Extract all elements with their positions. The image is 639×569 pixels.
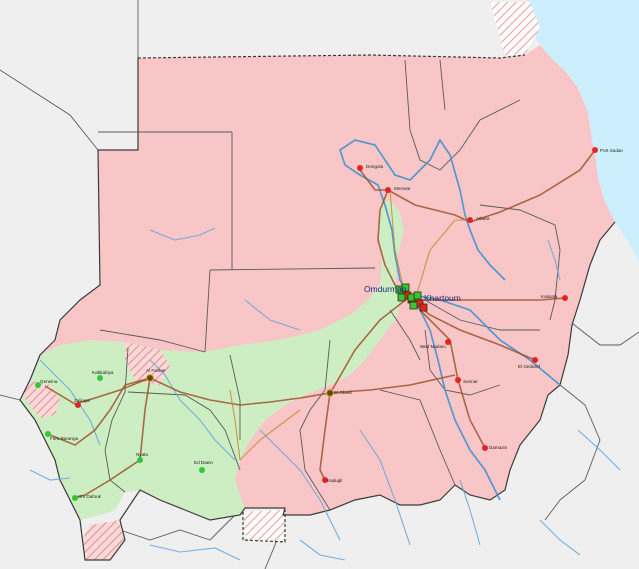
contested-zone-southwest bbox=[82, 520, 125, 560]
city-nyala[interactable]: Nyala bbox=[136, 452, 148, 463]
city-el-gedaref-dot bbox=[532, 357, 538, 363]
city-el-fasher-dot bbox=[146, 374, 154, 382]
city-kassala[interactable]: Kassala bbox=[541, 294, 568, 301]
city-kabkabiya[interactable]: Kabkabiya bbox=[92, 370, 114, 381]
city-geneina[interactable]: Geneina bbox=[35, 379, 58, 388]
city-ed-daein[interactable]: Ed Daein bbox=[194, 460, 213, 473]
city-el-gedaref[interactable]: El Gedaref bbox=[518, 357, 541, 369]
city-dongola[interactable]: Dongola bbox=[357, 164, 384, 171]
city-damazin-label: Damazin bbox=[489, 445, 508, 450]
city-nyala-dot bbox=[137, 457, 143, 463]
city-khartoum-marker-3 bbox=[409, 301, 418, 310]
city-um-dafouk-label: Um Dafouk bbox=[78, 494, 102, 499]
city-kabkabiya-dot bbox=[97, 375, 103, 381]
city-nyala-label: Nyala bbox=[136, 452, 148, 457]
city-khartoum-marker-4 bbox=[419, 303, 428, 312]
state-borders bbox=[98, 59, 561, 511]
city-damazin[interactable]: Damazin bbox=[482, 445, 508, 451]
city-omdurman-marker-1 bbox=[401, 283, 410, 292]
city-ed-daein-label: Ed Daein bbox=[194, 460, 213, 465]
city-atbara-dot bbox=[467, 217, 473, 223]
contested-zone-south bbox=[243, 510, 285, 542]
city-el-obeid-label: El Obeid bbox=[334, 390, 352, 395]
city-wad-madani-label: Wad Madani bbox=[420, 344, 446, 349]
city-ed-daein-dot bbox=[199, 467, 205, 473]
city-um-dafouk[interactable]: Um Dafouk bbox=[72, 494, 102, 501]
city-el-gedaref-label: El Gedaref bbox=[518, 364, 541, 369]
city-foro-baranga-dot bbox=[45, 431, 51, 437]
city-kassala-dot bbox=[562, 295, 568, 301]
city-sennar[interactable]: Sennar bbox=[455, 377, 478, 384]
city-kabkabiya-label: Kabkabiya bbox=[92, 370, 114, 375]
city-port-sudan[interactable]: Port Sudan bbox=[592, 147, 623, 153]
city-zalingei-label: Zalingei bbox=[74, 398, 90, 403]
sudan-border bbox=[19, 54, 616, 561]
city-el-obeid[interactable]: El Obeid bbox=[326, 389, 352, 397]
red-sea bbox=[528, 0, 639, 262]
river-network bbox=[29, 138, 621, 561]
road-network bbox=[44, 149, 596, 499]
city-wad-madani[interactable]: Wad Madani bbox=[420, 339, 451, 349]
city-atbara[interactable]: Atbara bbox=[467, 216, 490, 223]
city-merowe-dot bbox=[385, 187, 391, 193]
city-kadugli-dot bbox=[322, 477, 328, 483]
city-sennar-dot bbox=[455, 377, 461, 383]
city-port-sudan-label: Port Sudan bbox=[600, 148, 623, 153]
city-foro-baranga-label: Foro Baranga bbox=[50, 436, 79, 441]
city-zalingei[interactable]: Zalingei bbox=[74, 398, 90, 408]
city-geneina-dot bbox=[35, 382, 41, 388]
city-merowe[interactable]: Merowe bbox=[385, 186, 411, 193]
city-el-obeid-dot bbox=[326, 389, 334, 397]
city-dongola-label: Dongola bbox=[366, 164, 384, 169]
city-sennar-label: Sennar bbox=[463, 379, 478, 384]
city-khartoum-label: Khartoum bbox=[424, 293, 461, 303]
city-atbara-label: Atbara bbox=[476, 216, 490, 221]
city-wad-madani-dot bbox=[445, 339, 451, 345]
city-um-dafouk-dot bbox=[72, 495, 78, 501]
green-zone-territory bbox=[20, 200, 404, 520]
city-el-fasher-label: Al Fasher bbox=[146, 368, 166, 373]
city-khartoum[interactable]: Khartoum bbox=[407, 291, 461, 312]
city-omdurman-label: Omdurman bbox=[364, 284, 407, 294]
city-foro-baranga[interactable]: Foro Baranga bbox=[45, 431, 79, 441]
contested-zone-central bbox=[125, 342, 170, 385]
contested-zone-northeast bbox=[490, 2, 540, 55]
city-omdurman-marker-3 bbox=[397, 293, 406, 302]
city-zalingei-dot bbox=[75, 402, 81, 408]
city-el-fasher[interactable]: Al Fasher bbox=[146, 368, 166, 382]
rail-network bbox=[229, 189, 470, 461]
city-merowe-label: Merowe bbox=[394, 186, 411, 191]
city-kadugli-label: Kadugli bbox=[327, 478, 342, 483]
city-port-sudan-dot bbox=[592, 147, 598, 153]
city-dongola-dot bbox=[357, 165, 363, 171]
city-kadugli[interactable]: Kadugli bbox=[322, 477, 342, 483]
city-damazin-dot bbox=[482, 445, 488, 451]
city-khartoum-marker-1 bbox=[413, 291, 422, 300]
city-kassala-label: Kassala bbox=[541, 294, 558, 299]
city-geneina-label: Geneina bbox=[40, 379, 58, 384]
